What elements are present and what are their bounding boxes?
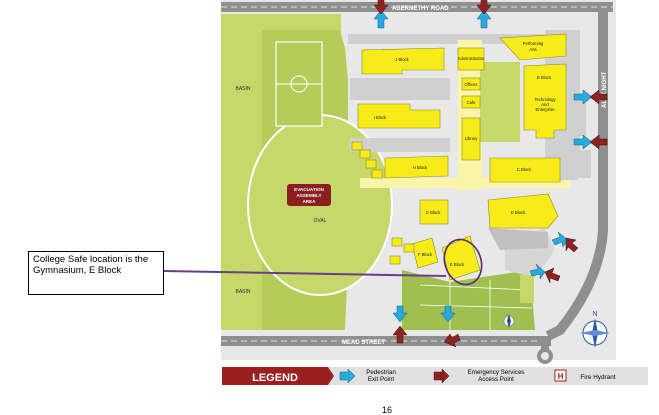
road-label-east: ALEX NIGHT bbox=[602, 71, 608, 108]
building-d-block bbox=[487, 193, 559, 229]
label-tech-2: And bbox=[541, 102, 549, 107]
label-c-block: C Block bbox=[517, 167, 532, 172]
label-f-block: F Block bbox=[418, 252, 433, 257]
building-g-block bbox=[419, 199, 449, 225]
label-tech-3: Enterprise bbox=[535, 107, 555, 112]
label-d-block: D Block bbox=[511, 210, 526, 215]
label-e-block: E Block bbox=[450, 262, 465, 267]
road-label-north: ABERNETHY ROAD bbox=[392, 6, 449, 12]
legend-title: LEGEND bbox=[252, 372, 298, 384]
pedestrian-exit-arrow bbox=[551, 231, 569, 248]
pedestrian-exit-arrow bbox=[440, 305, 456, 323]
car-park bbox=[350, 78, 450, 100]
label-b-block: B Block bbox=[537, 75, 552, 80]
legend-hydrant-label: Fire Hydrant bbox=[580, 374, 615, 381]
emergency-access-arrow bbox=[392, 325, 408, 344]
label-basin-south: BASIN bbox=[235, 289, 250, 295]
label-administration: Administration bbox=[458, 56, 485, 61]
label-cafe: Cafe bbox=[467, 100, 477, 105]
small-compass-icon bbox=[503, 314, 515, 328]
sports-court bbox=[402, 270, 535, 330]
emergency-access-arrow bbox=[373, 0, 389, 15]
evacuation-assembly-area bbox=[287, 184, 331, 206]
label-offices: Offices bbox=[465, 82, 478, 87]
label-g-block: G Block bbox=[426, 210, 442, 215]
label-evacuation-3: AREA bbox=[302, 199, 316, 204]
emergency-access-arrow bbox=[589, 89, 608, 105]
compass-north-label: N bbox=[592, 311, 597, 318]
north-compass-icon: N bbox=[580, 311, 610, 348]
legend-pedestrian-icon bbox=[339, 368, 356, 384]
building-administration bbox=[457, 47, 485, 71]
pedestrian-exit-arrow bbox=[373, 9, 389, 29]
label-evacuation-2: ASSEMBLY bbox=[296, 193, 321, 198]
legend-emergency-label-1: Emergency Services bbox=[468, 369, 525, 376]
label-j-block: J Block bbox=[395, 57, 409, 62]
safe-location-callout: College Safe location is the Gymnasium, … bbox=[28, 251, 164, 295]
building-c-block bbox=[489, 157, 561, 183]
building-performing-arts bbox=[499, 33, 567, 61]
building-offices bbox=[461, 77, 481, 91]
legend-pedestrian-label-1: Pedestrian bbox=[366, 369, 396, 376]
label-evacuation-1: EVACUATION bbox=[294, 187, 324, 192]
fire-hydrant-icon bbox=[554, 369, 567, 382]
building-library bbox=[461, 117, 481, 161]
emergency-access-arrow bbox=[565, 237, 579, 253]
emergency-access-arrow bbox=[589, 134, 608, 150]
safe-location-highlight bbox=[443, 238, 483, 286]
label-i-block: I Block bbox=[374, 115, 387, 120]
label-performing-arts-2: Arts bbox=[529, 47, 536, 52]
page-number: 16 bbox=[382, 405, 393, 415]
building-cafe bbox=[461, 95, 481, 109]
pedestrian-exit-arrow bbox=[476, 9, 492, 29]
pedestrian-exit-arrow bbox=[392, 305, 408, 323]
east-road bbox=[545, 8, 608, 341]
callout-pointer-line bbox=[163, 270, 447, 277]
label-h-block: H Block bbox=[413, 165, 428, 170]
legend-emergency-label-2: Access Point bbox=[478, 376, 514, 383]
building-j-block bbox=[361, 47, 445, 75]
road-label-south: MEAD STREET bbox=[342, 340, 385, 346]
emergency-access-arrow bbox=[443, 333, 461, 348]
legend-emergency-icon bbox=[433, 368, 450, 384]
label-basin-north: BASIN bbox=[235, 86, 250, 92]
label-library: Library bbox=[465, 136, 479, 141]
building-h-block bbox=[384, 155, 449, 179]
pedestrian-exit-arrow bbox=[573, 89, 593, 105]
legend-pedestrian-label-2: Exit Point bbox=[368, 376, 394, 383]
label-tech-1: Technology bbox=[534, 97, 556, 102]
pedestrian-exit-arrow bbox=[529, 263, 546, 280]
label-performing-arts-1: Performing bbox=[523, 41, 544, 46]
building-i-block bbox=[357, 103, 441, 129]
building-f-block bbox=[411, 237, 439, 269]
legend-title-box bbox=[222, 367, 328, 385]
building-b-block bbox=[523, 63, 567, 139]
label-oval: OVAL bbox=[314, 218, 327, 224]
pedestrian-exit-arrow bbox=[573, 134, 593, 150]
fire-hydrant-icon-letter: H bbox=[558, 372, 564, 381]
emergency-access-arrow bbox=[544, 267, 561, 284]
emergency-access-arrow bbox=[476, 0, 492, 15]
legend: LEGEND Pedestrian Exit Point Emergency S… bbox=[222, 367, 648, 385]
